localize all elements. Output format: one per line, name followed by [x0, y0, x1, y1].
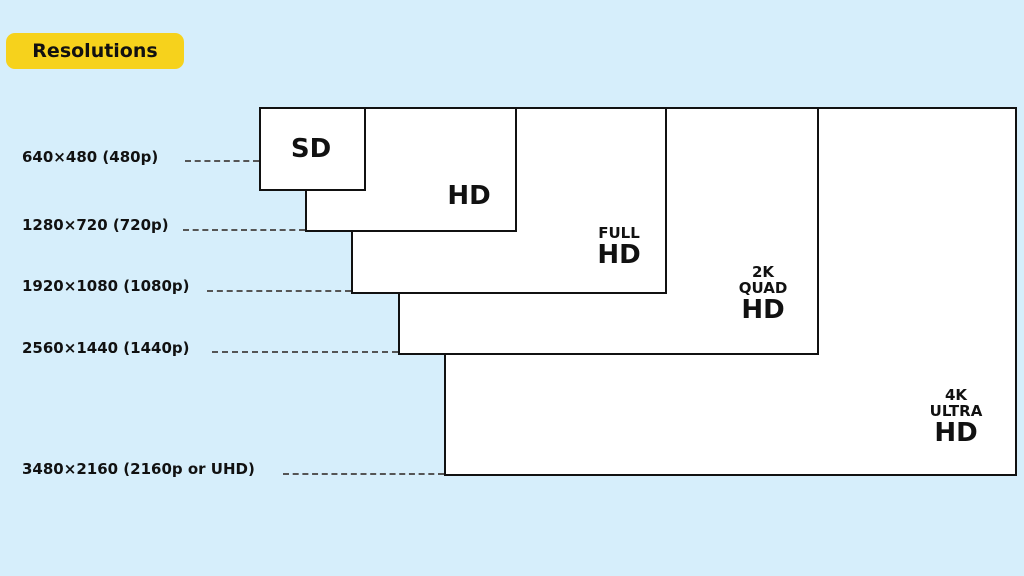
leader-720p — [183, 229, 305, 231]
leader-480p — [185, 160, 259, 162]
resolution-label-2160p: 3480×2160 (2160p or UHD) — [22, 460, 255, 478]
resolution-label-480p: 640×480 (480p) — [22, 148, 159, 166]
resolution-label-1080p: 1920×1080 (1080p) — [22, 277, 190, 295]
resolution-label-1440p: 2560×1440 (1440p) — [22, 339, 190, 357]
label-2k-quad-hd: 2K QUAD HD — [738, 263, 788, 325]
label-full-hd: FULL HD — [597, 224, 641, 270]
box-sd — [259, 107, 366, 191]
leader-1080p — [207, 290, 351, 292]
leader-1440p — [212, 351, 398, 353]
leader-2160p — [283, 473, 444, 475]
page-title: Resolutions — [32, 40, 158, 62]
label-hd: HD — [447, 181, 491, 211]
label-4k-ultra-hd: 4K ULTRA HD — [929, 386, 983, 448]
label-sd: SD — [290, 134, 332, 164]
resolution-label-720p: 1280×720 (720p) — [22, 216, 169, 234]
title-badge: Resolutions — [6, 33, 184, 69]
